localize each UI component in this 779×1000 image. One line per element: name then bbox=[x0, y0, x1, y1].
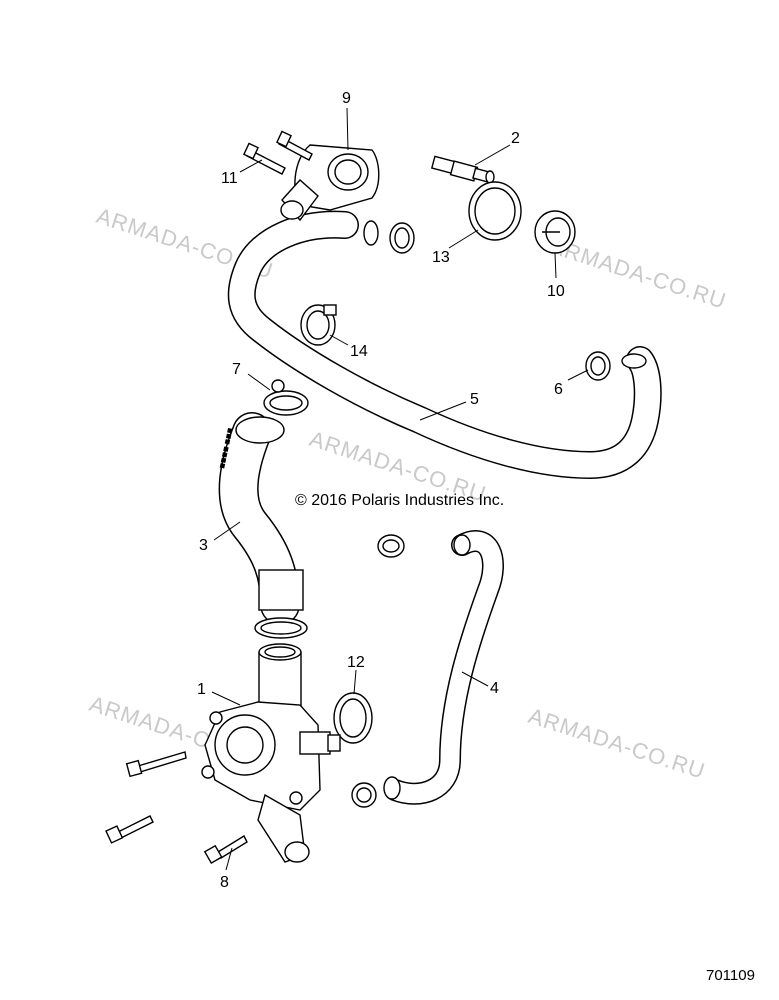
clamp-6 bbox=[585, 351, 611, 381]
callout-13: 13 bbox=[432, 249, 450, 266]
clamp-7 bbox=[263, 379, 309, 416]
hose-4 bbox=[383, 530, 504, 805]
callout-4: 4 bbox=[490, 680, 499, 697]
leader-lines bbox=[211, 107, 589, 871]
callout-2: 2 bbox=[511, 130, 520, 147]
callout-14: 14 bbox=[350, 343, 368, 360]
thermostat-10 bbox=[534, 210, 576, 254]
copyright-text: © 2016 Polaris Industries Inc. bbox=[295, 492, 504, 509]
clamp-near-4 bbox=[377, 534, 405, 558]
o-ring-12 bbox=[333, 692, 373, 744]
thermostat-housing-9 bbox=[280, 144, 380, 222]
figure-number: 701109 bbox=[706, 967, 755, 984]
watermark-2: ARMADA-CO.RU bbox=[546, 233, 729, 314]
callout-10: 10 bbox=[547, 283, 565, 300]
hose-5 bbox=[227, 210, 662, 479]
callout-1: 1 bbox=[197, 681, 206, 698]
callout-5: 5 bbox=[470, 391, 479, 408]
callout-7: 7 bbox=[232, 361, 241, 378]
sensor-2 bbox=[430, 155, 495, 184]
water-pump-1 bbox=[201, 643, 341, 863]
bolts-11 bbox=[243, 130, 313, 175]
bolts-8 bbox=[105, 751, 248, 865]
clamp-14 bbox=[300, 304, 337, 346]
hose-3: ■■■■ ■■■ bbox=[218, 412, 304, 625]
callout-8: 8 bbox=[220, 874, 229, 891]
clamp-lower-3 bbox=[254, 617, 308, 639]
clamp-lower-4 bbox=[351, 782, 377, 808]
clamp-near-9 bbox=[389, 222, 415, 254]
callout-3: 3 bbox=[199, 537, 208, 554]
callout-12: 12 bbox=[347, 654, 365, 671]
callout-6: 6 bbox=[554, 381, 563, 398]
watermark-5: ARMADA-CO.RU bbox=[525, 703, 708, 784]
callout-9: 9 bbox=[342, 90, 351, 107]
callout-11: 11 bbox=[221, 170, 238, 187]
o-ring-13 bbox=[468, 181, 522, 241]
